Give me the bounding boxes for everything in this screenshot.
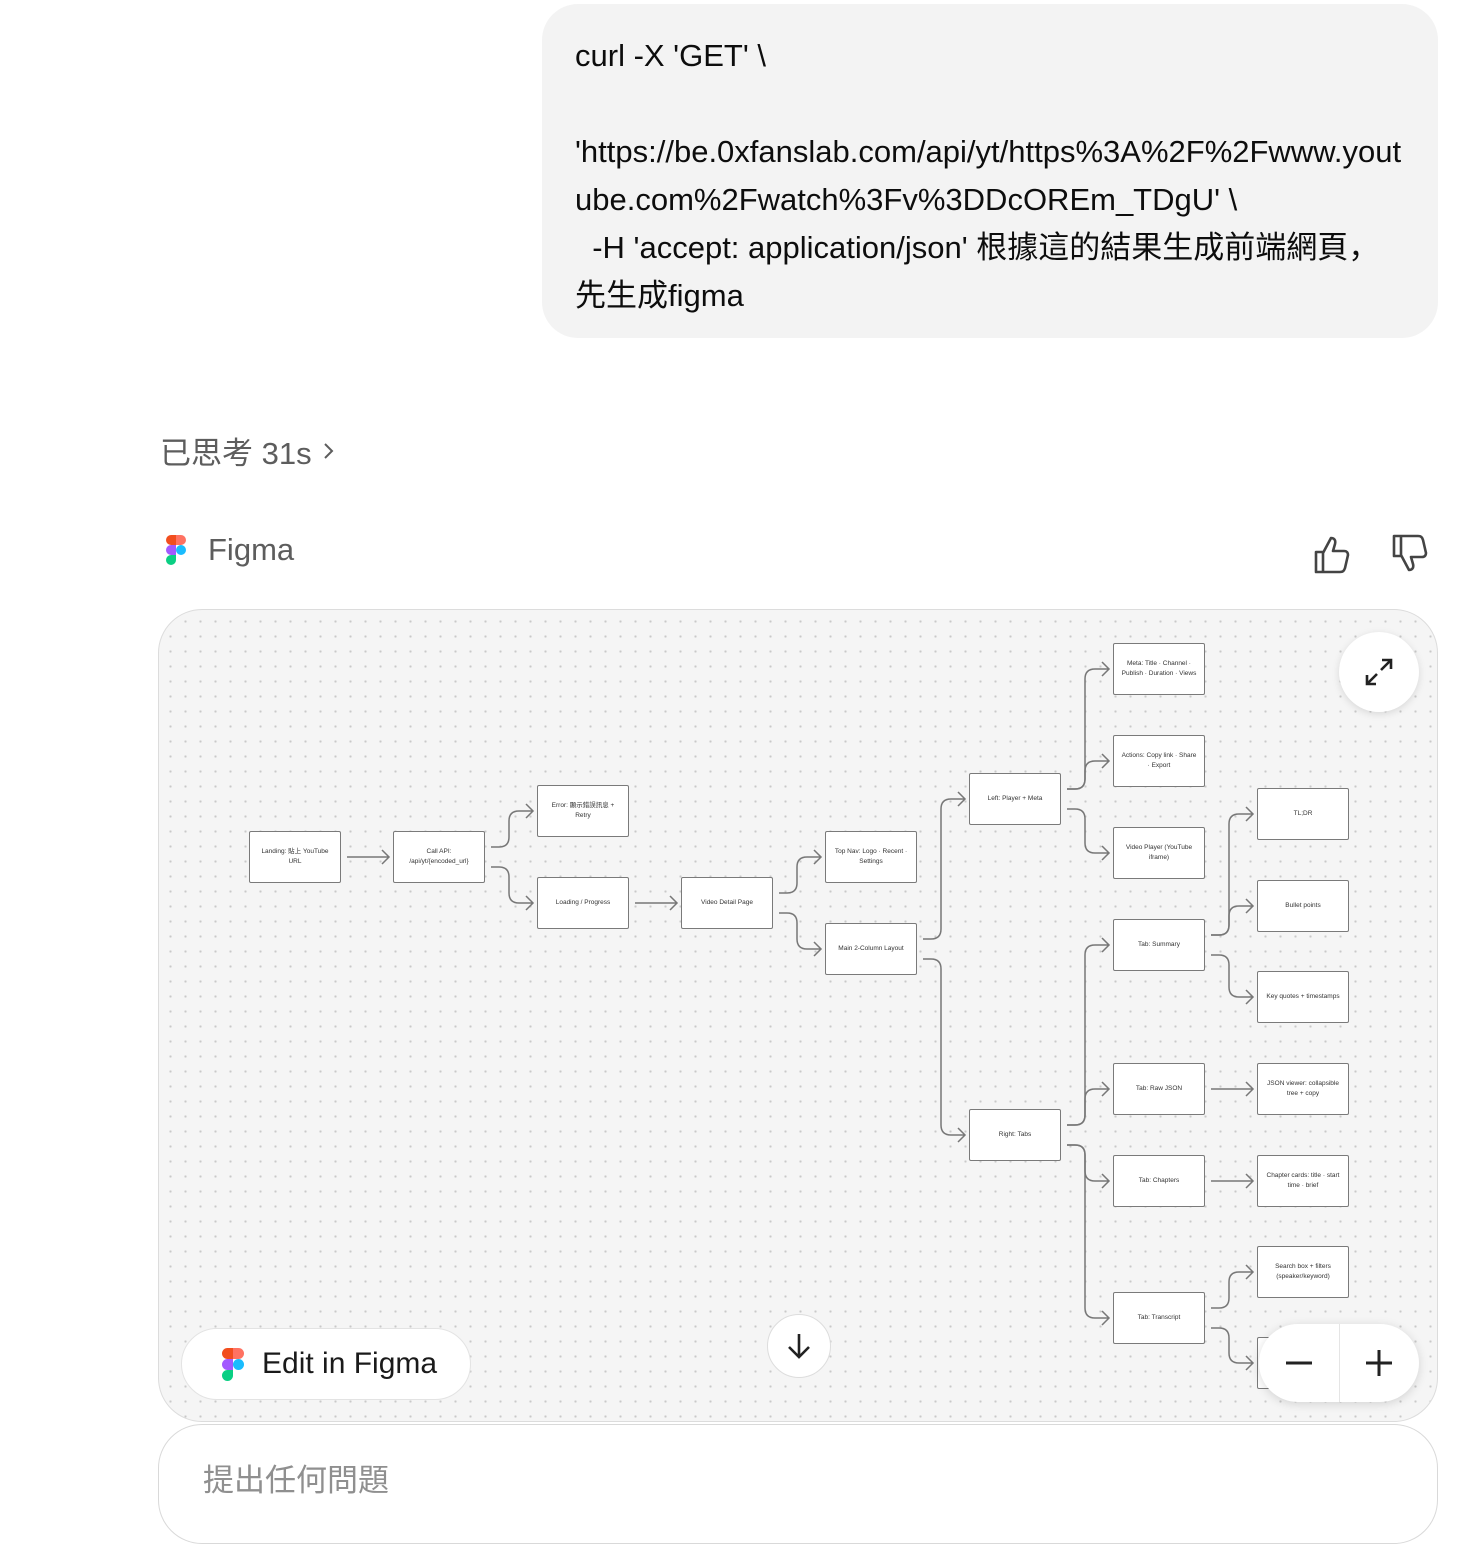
diagram-node[interactable]: Right: Tabs [969, 1109, 1061, 1161]
figma-diagram-canvas[interactable]: Landing: 貼上 YouTube URL Call API: /api/yt… [158, 609, 1438, 1422]
diagram-edge-arrow [1067, 753, 1111, 790]
diagram-node[interactable]: Call API: /api/yt/{encoded_url} [393, 831, 485, 883]
diagram-edge-arrow [1211, 806, 1255, 936]
diagram-node[interactable]: Video Player (YouTube iframe) [1113, 827, 1205, 879]
diagram-edge-arrow [1067, 937, 1111, 1126]
diagram-node[interactable]: Actions: Copy link · Share · Export [1113, 735, 1205, 787]
diagram-node[interactable]: Tab: Raw JSON [1113, 1063, 1205, 1115]
diagram-node[interactable]: Tab: Chapters [1113, 1155, 1205, 1207]
chevron-right-icon [323, 442, 334, 459]
tool-name: Figma [208, 532, 295, 567]
diagram-edge-arrow [1211, 1081, 1255, 1097]
figma-logo-icon [166, 535, 186, 565]
diagram-edge-arrow [1067, 1081, 1111, 1126]
diagram-node[interactable]: JSON viewer: collapsible tree + copy [1257, 1063, 1349, 1115]
diagram-node[interactable]: Loading / Progress [537, 877, 629, 929]
minus-icon [1285, 1361, 1312, 1365]
diagram-edge-arrow [1211, 898, 1255, 936]
figma-logo-icon [222, 1347, 244, 1381]
diagram-node[interactable]: Search box + filters (speaker/keyword) [1257, 1246, 1349, 1298]
diagram-edge-arrow [779, 912, 823, 957]
thumbs-down-icon[interactable] [1390, 532, 1430, 576]
diagram-node[interactable]: Main 2-Column Layout [825, 923, 917, 975]
diagram-node[interactable]: Video Detail Page [681, 877, 773, 929]
diagram-node[interactable]: TL;DR [1257, 788, 1349, 840]
zoom-out-button[interactable] [1259, 1324, 1339, 1402]
thumbs-up-icon[interactable] [1312, 532, 1352, 576]
expand-button[interactable] [1339, 632, 1419, 712]
zoom-in-button[interactable] [1338, 1324, 1420, 1402]
diagram-edge-arrow [347, 849, 391, 865]
diagram-node[interactable]: Top Nav: Logo · Recent · Settings [825, 831, 917, 883]
diagram-node[interactable]: Bullet points [1257, 880, 1349, 932]
scroll-down-button[interactable] [767, 1314, 831, 1378]
diagram-node[interactable]: Landing: 貼上 YouTube URL [249, 831, 341, 883]
diagram-edge-arrow [1067, 808, 1111, 861]
tool-header: Figma [166, 532, 294, 568]
diagram-edge-arrow [1067, 661, 1111, 790]
diagram-edge-arrow [923, 791, 967, 940]
diagram-edge-arrow [635, 895, 679, 911]
diagram-edge-arrow [923, 958, 967, 1143]
thought-toggle[interactable]: 已思考 31s [160, 428, 336, 473]
diagram-edge-arrow [1067, 1144, 1111, 1189]
diagram-node[interactable]: Error: 顯示錯誤訊息 + Retry [537, 785, 629, 837]
plus-icon [1366, 1350, 1393, 1376]
diagram-edge-arrow [779, 849, 823, 894]
diagram-edge-arrow [491, 803, 535, 848]
diagram-node[interactable]: Chapter cards: title · start time · brie… [1257, 1155, 1349, 1207]
expand-icon [1365, 658, 1393, 686]
diagram-edge-arrow [1211, 1327, 1255, 1371]
diagram-edge-arrow [491, 866, 535, 911]
message-input[interactable]: 提出任何問題 [158, 1424, 1438, 1544]
diagram-node[interactable]: Tab: Transcript [1113, 1292, 1205, 1344]
diagram-node[interactable]: Left: Player + Meta [969, 773, 1061, 825]
diagram-node[interactable]: Meta: Title · Channel · Publish · Durati… [1113, 643, 1205, 695]
zoom-controls [1259, 1324, 1419, 1402]
edit-in-figma-label: Edit in Figma [262, 1347, 438, 1380]
diagram-edges [347, 661, 1255, 1371]
arrow-down-icon [788, 1334, 810, 1359]
diagram-node[interactable]: Key quotes + timestamps [1257, 971, 1349, 1023]
thought-label: 已思考 31s [160, 436, 312, 471]
diagram-edge-arrow [1211, 954, 1255, 1005]
diagram-node[interactable]: Tab: Summary [1113, 919, 1205, 971]
diagram-edge-arrow [1067, 1144, 1111, 1326]
diagram-edge-arrow [1211, 1264, 1255, 1309]
user-message-bubble: curl -X 'GET' \ 'https://be.0xfanslab.co… [542, 4, 1438, 338]
edit-in-figma-button[interactable]: Edit in Figma [181, 1328, 471, 1400]
diagram-edge-arrow [1211, 1173, 1255, 1189]
